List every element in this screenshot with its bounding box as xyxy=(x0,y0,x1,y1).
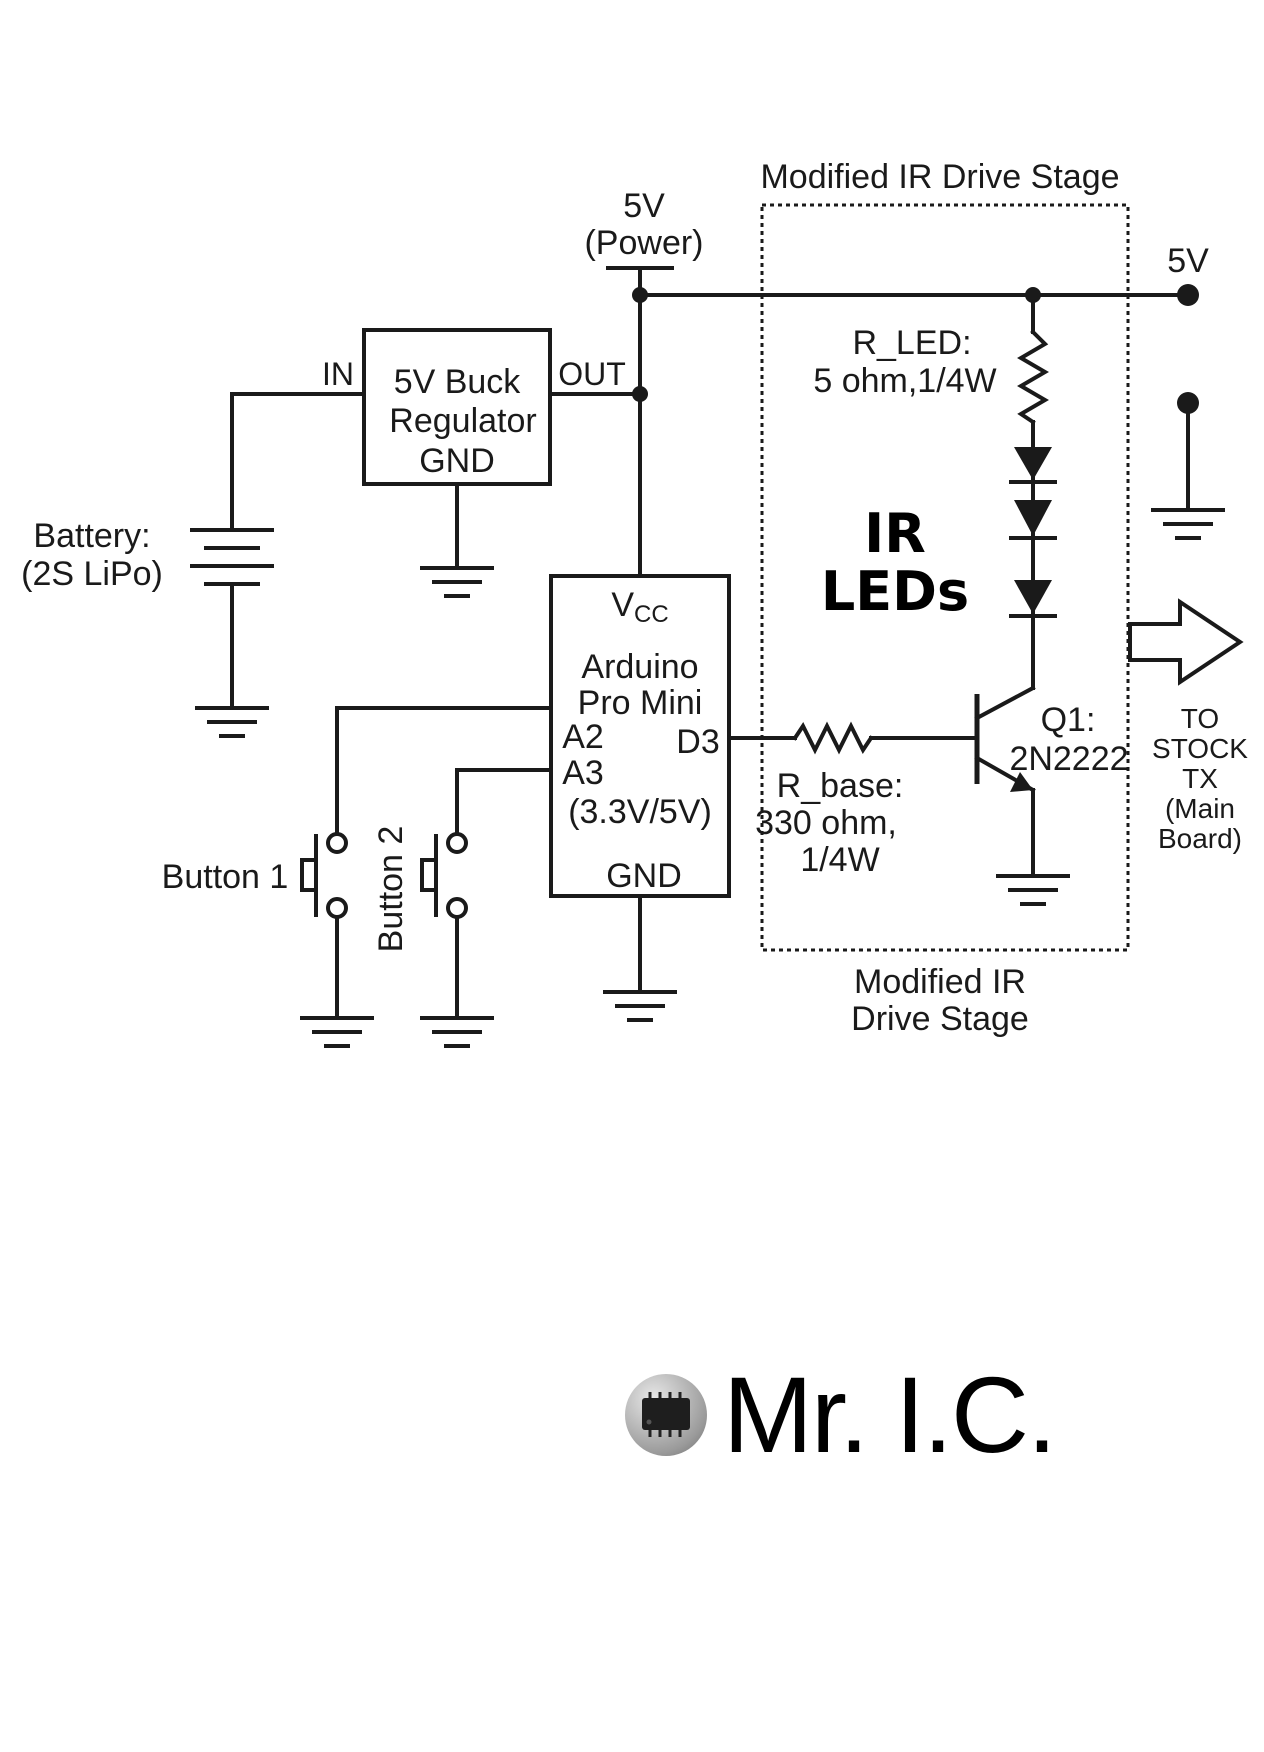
r-led-label-1: R_LED: xyxy=(852,324,971,362)
arduino-d3-label: D3 xyxy=(676,723,719,761)
regulator-in-label: IN xyxy=(322,356,354,392)
arduino-a3-label: A3 xyxy=(562,754,604,792)
output-label-4: (Main xyxy=(1165,793,1235,824)
junction-dot xyxy=(632,287,648,303)
ic-chip-icon xyxy=(625,1374,707,1456)
button2-contact xyxy=(446,832,468,854)
button2-switch-symbol xyxy=(420,834,438,917)
regulator-label-1: 5V Buck xyxy=(394,363,522,401)
regulator-out-label: OUT xyxy=(558,356,626,392)
ground-symbol xyxy=(603,990,677,1022)
arduino-gnd-label: GND xyxy=(606,857,682,895)
ground-symbol xyxy=(420,566,494,598)
rail-5v-terminal xyxy=(1177,284,1199,306)
ir-leds-label-2: LEDs xyxy=(821,560,969,623)
output-arrow-icon xyxy=(1128,598,1244,686)
button1-label: Button 1 xyxy=(162,858,289,896)
arduino-pro-mini-block xyxy=(549,574,731,898)
q1-label-2: 2N2222 xyxy=(1009,740,1128,778)
q1-label-1: Q1: xyxy=(1041,701,1096,739)
output-label-5: Board) xyxy=(1158,823,1242,854)
arduino-voltage-label: (3.3V/5V) xyxy=(568,793,712,831)
ir-drive-stage-title-top: Modified IR Drive Stage xyxy=(760,158,1119,196)
arduino-label-2: Pro Mini xyxy=(578,684,703,722)
regulator-label-2: Regulator xyxy=(389,402,536,440)
ir-drive-stage-title-bottom-2: Drive Stage xyxy=(851,1000,1029,1038)
button1-contact xyxy=(326,832,348,854)
power-label-power: (Power) xyxy=(584,224,703,262)
battery-symbol xyxy=(190,528,274,586)
button1-contact xyxy=(326,897,348,919)
ir-led-diode xyxy=(1009,447,1057,484)
ir-leds-label-1: IR xyxy=(864,502,926,565)
ir-drive-stage-box xyxy=(760,203,1130,952)
rail-5v-label: 5V xyxy=(1167,242,1209,280)
ir-led-diode xyxy=(1009,500,1057,540)
button1-switch-symbol xyxy=(300,834,318,917)
ir-led-diode xyxy=(1009,580,1057,618)
arduino-label-1: Arduino xyxy=(581,648,698,686)
arduino-vcc-label: VCC xyxy=(611,586,668,628)
output-label-1: TO xyxy=(1181,703,1219,734)
r-base-label-3: 1/4W xyxy=(800,841,879,879)
battery-label-1: Battery: xyxy=(33,517,150,555)
r-base-resistor xyxy=(792,721,874,755)
junction-dot xyxy=(632,386,648,402)
button2-wire-a3 xyxy=(455,768,553,842)
power-label-5v: 5V xyxy=(623,187,665,225)
ground-symbol xyxy=(300,1016,374,1048)
buck-regulator-block xyxy=(362,328,552,486)
ground-symbol xyxy=(996,874,1070,906)
battery-label-2: (2S LiPo) xyxy=(21,555,163,593)
r-led-resistor xyxy=(1017,329,1049,425)
ground-symbol xyxy=(195,706,269,738)
brand-logo: Mr. I.C. xyxy=(625,1354,1057,1475)
ir-drive-stage-title-bottom-1: Modified IR xyxy=(854,963,1026,1001)
r-base-label-2: 330 ohm, xyxy=(755,804,897,842)
brand-logo-text: Mr. I.C. xyxy=(723,1354,1057,1475)
ground-symbol xyxy=(1151,508,1225,540)
r-led-label-2: 5 ohm,1/4W xyxy=(813,362,996,400)
button1-wire-a2 xyxy=(335,706,553,842)
button2-contact xyxy=(446,897,468,919)
ground-symbol xyxy=(420,1016,494,1048)
q1-transistor-symbol xyxy=(974,685,1036,793)
r-base-label-1: R_base: xyxy=(777,767,904,805)
button2-label: Button 2 xyxy=(372,826,410,953)
arduino-a2-label: A2 xyxy=(562,718,604,756)
output-label-2: STOCK xyxy=(1152,733,1248,764)
regulator-gnd-label: GND xyxy=(419,442,495,480)
output-label-3: TX xyxy=(1182,763,1218,794)
